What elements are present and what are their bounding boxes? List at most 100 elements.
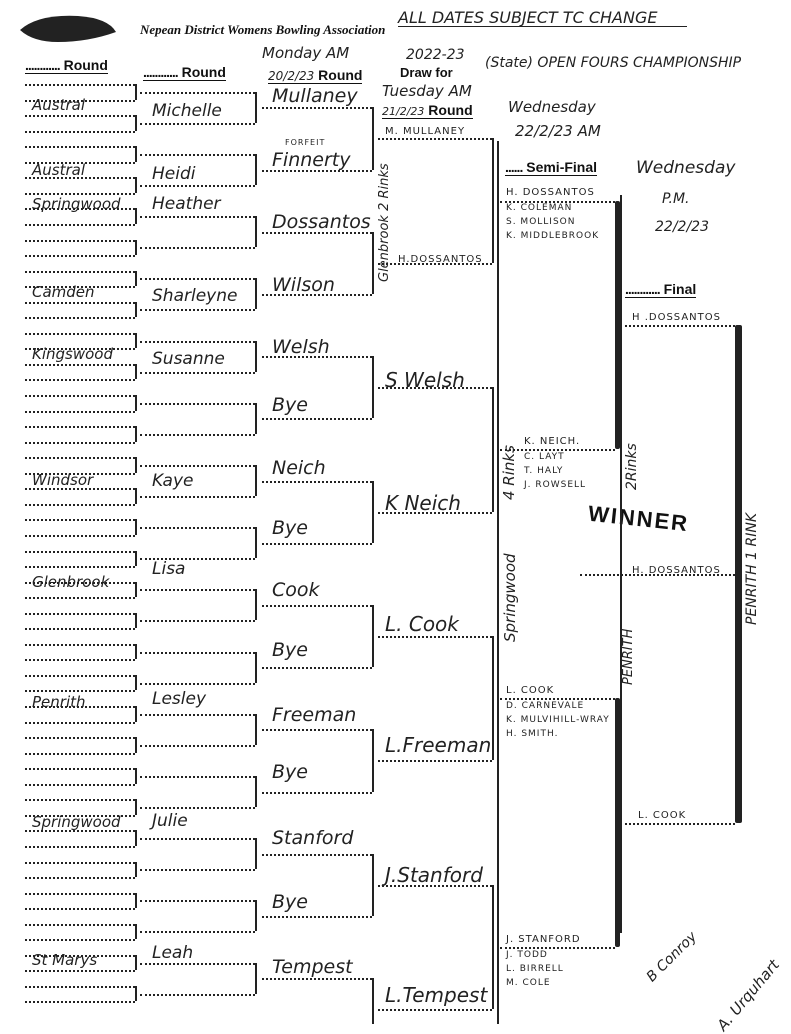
semi-time: P.M. [662,191,690,207]
bracket-connector [255,962,257,994]
entry-line [140,371,255,374]
entry-line [25,566,135,569]
bracket-connector [135,737,137,753]
bracket-connector [135,115,137,131]
bracket-connector [135,799,137,815]
quarter-skip: H. DOSSANTOS [506,187,595,198]
bracket-connector [255,216,257,248]
round3-entry: Neich [272,457,326,479]
entry-line [140,216,255,219]
entry-line [25,674,135,677]
entry-line [25,503,135,506]
semi-winner: L. COOK [638,809,687,821]
entry-line [262,667,372,670]
entry-line [262,791,372,794]
bracket-connector [135,270,137,287]
round3-entry: Bye [272,394,308,416]
club-name: Camden [32,283,95,301]
entry-line [25,84,135,86]
entry-line [500,947,615,950]
entry-line [140,931,255,934]
bracket-connector [135,519,137,535]
bracket-connector [135,208,137,224]
entry-line [262,356,372,359]
bracket-connector [492,387,494,512]
bracket-connector [372,978,374,1024]
entry-line [140,185,255,188]
club-name: Glenbrook [32,573,110,591]
entry-line [25,597,135,600]
entry-line [25,690,135,693]
entry-line [140,620,255,623]
entry-line [378,884,492,887]
entry-line [262,853,372,856]
round3-entry: Bye [272,761,308,783]
entry-line [25,923,135,926]
bracket-connector [135,861,137,878]
round3-entry: Stanford [272,827,354,849]
entry-line [140,496,255,499]
bracket-connector [135,830,137,846]
quarter-team-member: C. LAYT [524,452,565,462]
quarter-skip: L. COOK [506,685,555,696]
entry-line [25,550,135,553]
bracket-connector [135,146,137,162]
entry-line [262,418,372,421]
entry-line [378,511,492,514]
round4-entry: J.Stanford [385,863,483,887]
entry-line [25,457,135,460]
entry-line [140,900,255,903]
club-name: Kingswood [32,345,113,363]
semi-date: 22/2/23 [655,219,709,235]
bracket-connector [255,527,257,559]
entry-line [378,636,492,639]
entry-line [140,247,255,250]
round3-entry: Wilson [272,274,335,296]
quarter-date: 22/2/23 AM [515,122,601,140]
entry-line [25,799,135,802]
round4-day: Tuesday AM [382,82,472,100]
entry-line [25,130,135,133]
signature-2: A. Urquhart [713,956,783,1034]
entry-line [25,115,135,118]
entry-line [25,628,135,631]
first-name: Lesley [152,689,207,709]
bracket-connector [255,713,257,745]
quarter-team-member: K. MIDDLEBROOK [506,231,600,241]
entry-line [140,838,255,841]
quarter-skip: J. STANFORD [506,934,581,945]
round3-entry: Welsh [272,336,330,358]
bracket-connector [255,464,257,497]
bracket-connector [492,636,494,761]
entry-line [25,426,135,429]
bracket-connector [255,775,257,808]
round3-entry: Freeman [272,704,357,726]
bracket-connector [135,177,137,193]
bracket-connector [620,195,622,933]
bracket-connector [372,729,374,792]
entry-line [25,363,135,366]
notice-text: ALL DATES SUBJECT TC CHANGE [398,10,688,27]
entry-line [262,293,372,296]
round4-entry: M. MULLANEY [385,126,466,137]
bracket-connector [135,550,137,567]
entry-line [378,1009,492,1012]
quarter-team-member: T. HALY [524,466,564,476]
round4-entry: K Neich [385,491,461,515]
bracket-connector [135,488,137,504]
first-name: Kaye [152,471,194,491]
entry-line [500,698,615,701]
entry-line [262,915,372,918]
bracket-connector [255,589,257,621]
association-logo [18,12,118,46]
entry-line [140,962,255,965]
entry-line [25,379,135,382]
round3-entry: Cook [272,579,320,601]
forfeit-note: FORFEIT [285,138,326,147]
round3-entry: Bye [272,891,308,913]
round3-entry: Bye [272,639,308,661]
quarter-team-member: L. BIRRELL [506,964,564,974]
entry-line [25,519,135,522]
entry-line [625,822,735,825]
organization-name: Nepean District Womens Bowling Associati… [140,22,386,37]
